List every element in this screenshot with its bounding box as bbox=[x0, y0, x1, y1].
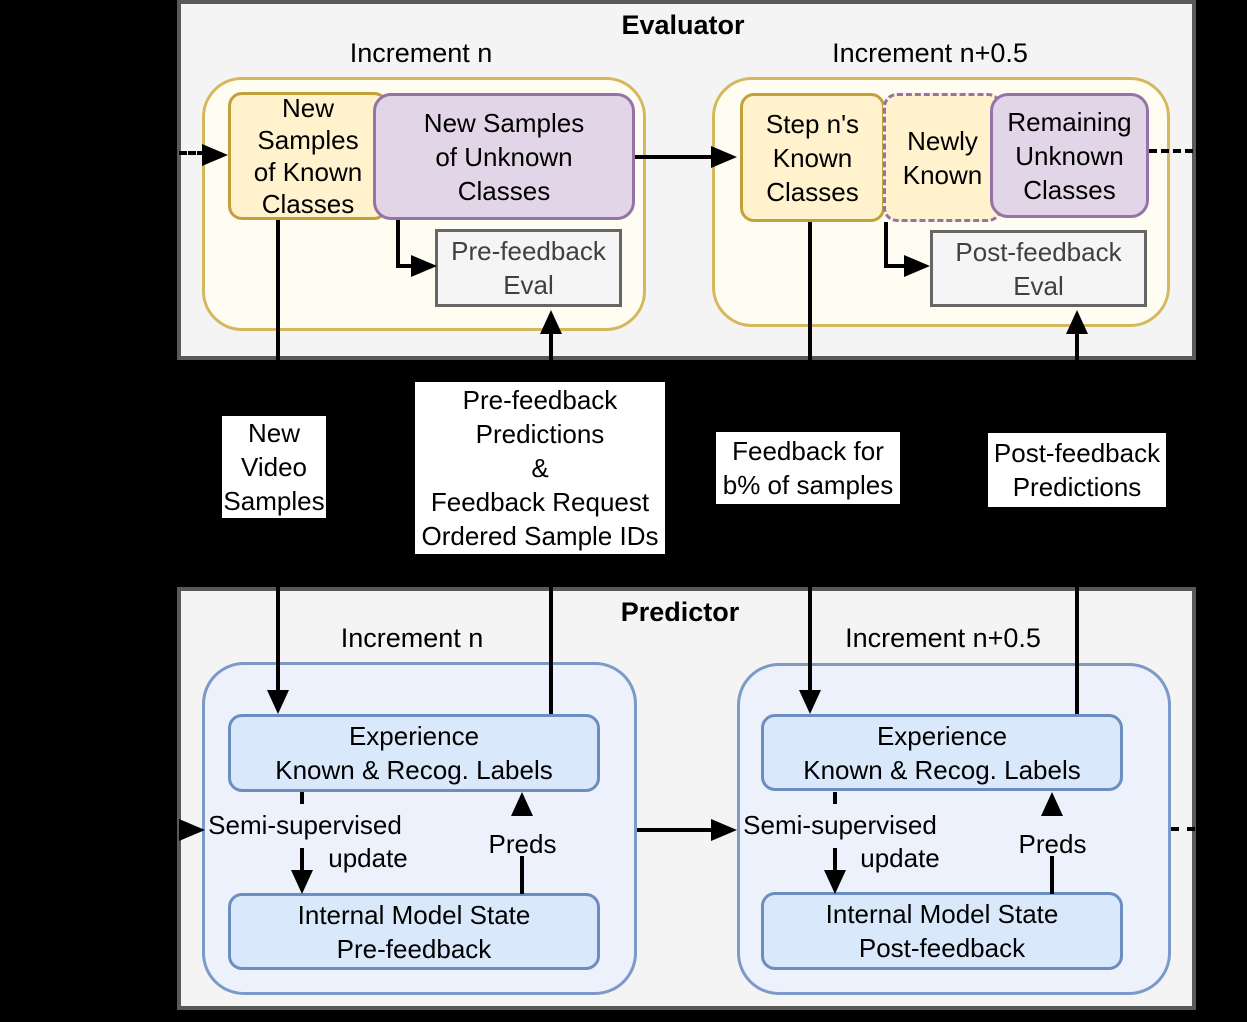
post-feedback-eval-box: Post-feedback Eval bbox=[930, 230, 1147, 307]
semi-supervised-label-n: Semi-supervised bbox=[208, 810, 402, 840]
evaluator-increment-n05-label: Increment n+0.5 bbox=[832, 38, 1028, 68]
predictor-entry-arrowhead bbox=[179, 819, 205, 841]
newly-to-posteval-elbow-h bbox=[884, 264, 906, 268]
update-arrowhead-n bbox=[291, 870, 313, 894]
predictor-title: Predictor bbox=[620, 597, 740, 627]
preds-arrowhead-n bbox=[511, 792, 533, 816]
unknown-to-preeval-elbow-v bbox=[396, 220, 400, 268]
post-feedback-predictions-line bbox=[1075, 333, 1079, 714]
remaining-unknown-classes-box: Remaining Unknown Classes bbox=[990, 93, 1149, 218]
pre-feedback-predictions-arrowhead bbox=[540, 310, 562, 334]
new-video-samples-label: New Video Samples bbox=[222, 416, 326, 518]
step-n-known-classes-box: Step n's Known Classes bbox=[740, 93, 885, 222]
feedback-arrowhead bbox=[799, 690, 821, 714]
post-feedback-predictions-arrowhead bbox=[1066, 310, 1088, 334]
semi-supervised-label-n05: Semi-supervised bbox=[743, 810, 937, 840]
newly-known-box: Newly Known bbox=[883, 93, 1002, 222]
newly-to-posteval-elbow-v bbox=[884, 222, 888, 268]
predictor-increment-link-line bbox=[637, 828, 715, 832]
new-samples-known-classes-box: New Samples of Known Classes bbox=[228, 92, 388, 220]
predictor-increment-n-label: Increment n bbox=[340, 623, 484, 653]
evaluator-entry-dashed-line bbox=[179, 151, 205, 155]
unknown-to-preeval-arrowhead bbox=[411, 255, 437, 277]
preds-arrow-shaft-n05 bbox=[1050, 856, 1054, 894]
new-samples-unknown-classes-box: New Samples of Unknown Classes bbox=[373, 93, 635, 220]
update-label-n05: update bbox=[860, 843, 940, 873]
pre-feedback-eval-box: Pre-feedback Eval bbox=[435, 229, 622, 307]
feedback-b-percent-label: Feedback for b% of samples bbox=[716, 432, 900, 504]
newly-to-posteval-arrowhead bbox=[904, 255, 930, 277]
predictor-increment-link-arrowhead bbox=[711, 819, 737, 841]
evaluator-exit-dashed-line bbox=[1149, 149, 1193, 153]
experience-box-n: Experience Known & Recog. Labels bbox=[228, 714, 600, 792]
new-video-samples-arrowhead bbox=[267, 690, 289, 714]
update-arrow-tick-n bbox=[300, 792, 304, 804]
post-feedback-predictions-label: Post-feedback Predictions bbox=[988, 433, 1166, 507]
experience-box-n05: Experience Known & Recog. Labels bbox=[761, 714, 1123, 791]
internal-model-state-prefeedback-box: Internal Model State Pre-feedback bbox=[228, 893, 600, 970]
update-arrow-shaft-n bbox=[300, 848, 304, 872]
preds-arrow-shaft-n bbox=[520, 856, 524, 894]
evaluator-increment-n-label: Increment n bbox=[349, 38, 493, 68]
evaluator-increment-link-line bbox=[635, 155, 713, 159]
preds-label-n: Preds bbox=[488, 829, 557, 859]
unknown-to-preeval-elbow-h bbox=[396, 264, 413, 268]
evaluator-increment-link-arrowhead bbox=[711, 146, 737, 168]
pre-feedback-predictions-label: Pre-feedback Predictions & Feedback Requ… bbox=[415, 382, 665, 554]
update-arrowhead-n05 bbox=[824, 870, 846, 894]
update-label-n: update bbox=[328, 843, 408, 873]
preds-label-n05: Preds bbox=[1018, 829, 1087, 859]
update-arrow-shaft-n05 bbox=[833, 848, 837, 872]
evaluator-title: Evaluator bbox=[621, 10, 745, 40]
predictor-exit-dashed-line bbox=[1171, 827, 1195, 831]
internal-model-state-postfeedback-box: Internal Model State Post-feedback bbox=[761, 892, 1123, 970]
evaluator-entry-arrowhead bbox=[202, 144, 228, 166]
preds-arrowhead-n05 bbox=[1041, 792, 1063, 816]
predictor-increment-n05-label: Increment n+0.5 bbox=[845, 623, 1041, 653]
update-arrow-tick-n05 bbox=[833, 792, 837, 804]
